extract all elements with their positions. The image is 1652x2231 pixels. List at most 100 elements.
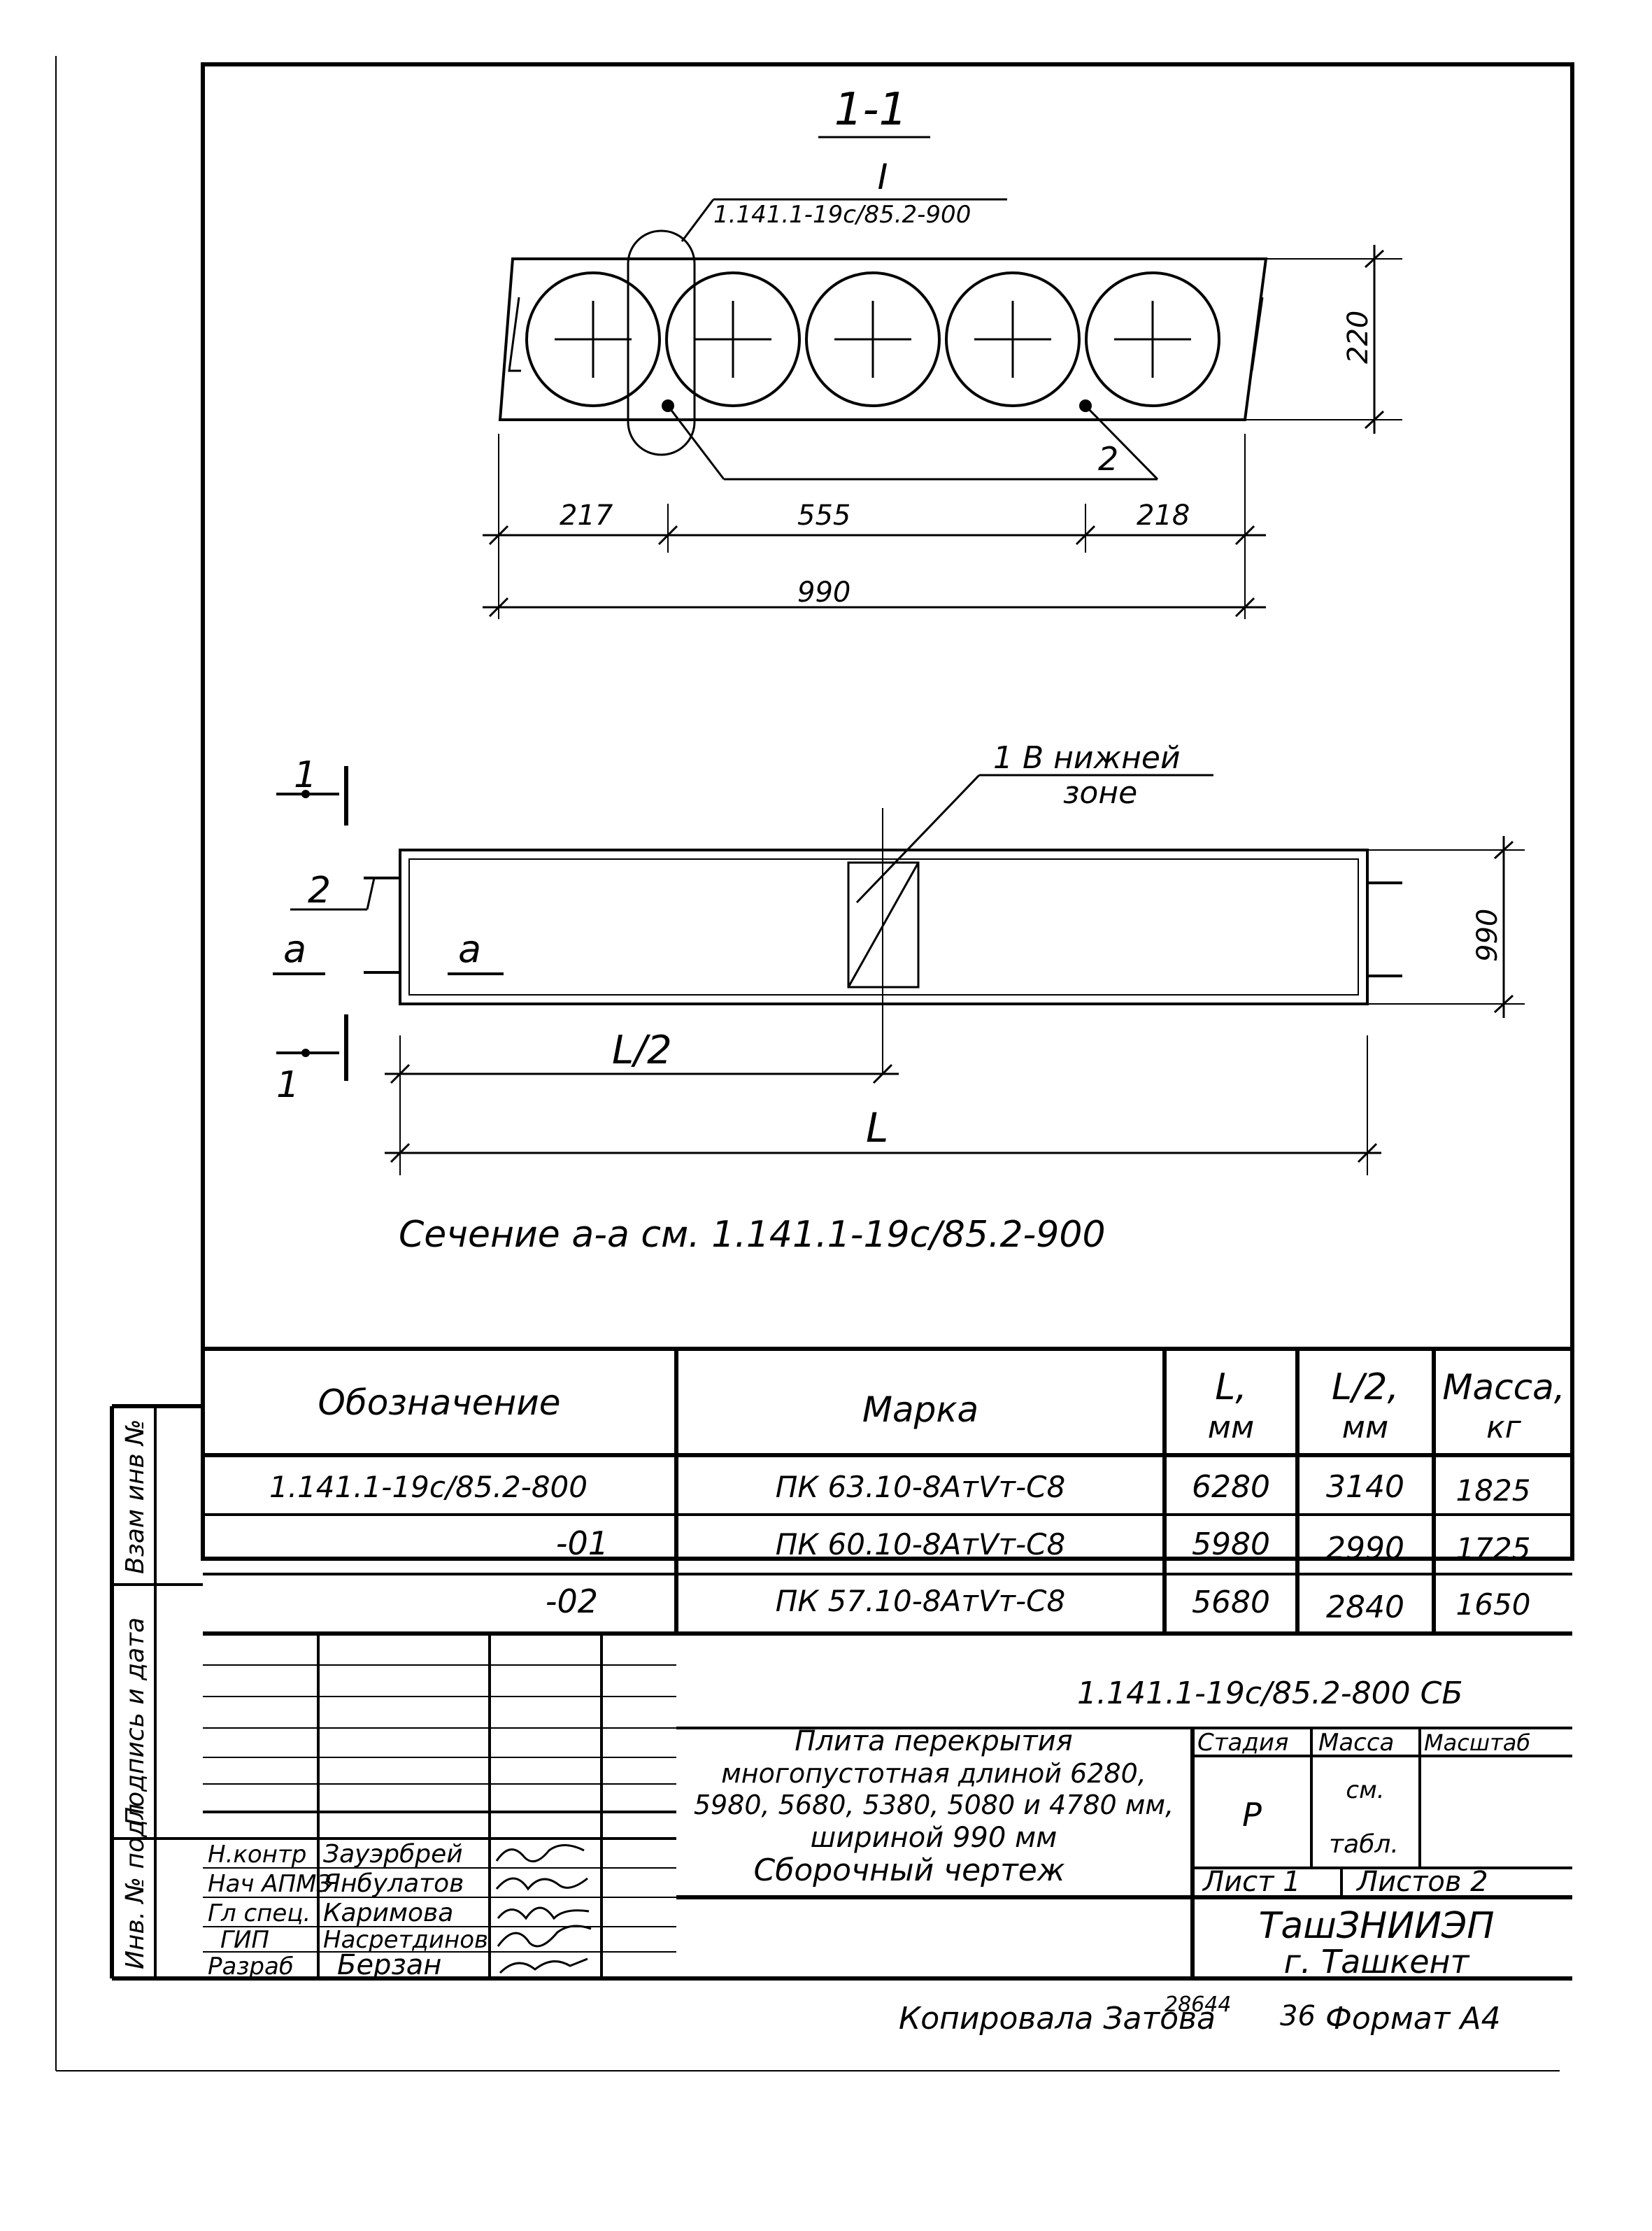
section-title: 1-1 (834, 84, 908, 136)
length-label: L (866, 1104, 888, 1152)
description-line1: Плита перекрытия (795, 1725, 1072, 1757)
cell-L2: 3140 (1326, 1469, 1404, 1505)
signer-role: ГИП (220, 1926, 269, 1954)
cell-L2: 2990 (1326, 1531, 1404, 1566)
section-a-right: а (458, 927, 481, 971)
height-dimension: 220 (1342, 311, 1374, 364)
plan-view: 1 1 2 а а 1 В нижней зоне (273, 740, 1525, 1175)
handwritten-signature (495, 1877, 588, 1891)
dim-555: 555 (797, 500, 850, 532)
title-block: Н.контр Зауэрбрей Нач АПМ3 Янбулатов Гл … (203, 1634, 1572, 1981)
copied-by: Копировала Затова (899, 2001, 1216, 2037)
signer-role: Разраб (208, 1953, 294, 1981)
side-stamp-column: Взам инв № Подпись и дата Инв. № подл (110, 1404, 203, 1978)
section-a-left: а (283, 927, 306, 971)
table-row: -01 ПК 60.10-8АтⅤт-С8 5980 2990 1725 (556, 1524, 1531, 1566)
pos1-note-line1: 1 В нижней (993, 740, 1181, 776)
sheet-label: Лист 1 (1202, 1866, 1301, 1898)
pos1-note-line2: зоне (1063, 775, 1137, 811)
description-line3: 5980, 5680, 5380, 5080 и 4780 мм, (694, 1790, 1174, 1820)
document-code: 1.141.1-19с/85.2-800 СБ (1077, 1676, 1463, 1711)
section-aa-note: Сечение а-а см. 1.141.1-19с/85.2-900 (399, 1214, 1106, 1256)
header-mass-line2: кг (1486, 1410, 1522, 1445)
handwritten-signature (497, 1906, 590, 1920)
cut-mark-bottom: 1 (276, 1064, 299, 1106)
copy-number: 28644 (1165, 1992, 1231, 2017)
header-L2-line2: мм (1342, 1410, 1388, 1445)
header-mark: Марка (862, 1389, 978, 1430)
header-mass-line1: Масса, (1442, 1367, 1565, 1408)
signer-role: Гл спец. (208, 1899, 311, 1927)
cell-L: 5680 (1192, 1585, 1270, 1620)
cell-L: 6280 (1192, 1469, 1270, 1505)
signer-name: Каримова (323, 1899, 453, 1927)
signature-row: Нач АПМ3 Янбулатов (208, 1869, 588, 1898)
sheet-number: 36 (1280, 2000, 1316, 2032)
organization-line1: ТашЗНИИЭП (1259, 1905, 1495, 1947)
slab-voids (525, 271, 1220, 407)
table-row: -02 ПК 57.10-8АтⅤт-С8 5680 2840 1650 (546, 1582, 1531, 1625)
cut-mark-top: 1 (294, 754, 317, 796)
cell-mass: 1725 (1456, 1531, 1531, 1566)
spec-table: Обозначение Марка L, мм L/2, мм Масса, к… (203, 1347, 1572, 1636)
signature-row: Гл спец. Каримова (208, 1899, 590, 1927)
scale-label: Масштаб (1424, 1729, 1530, 1756)
cell-designation: -01 (556, 1524, 608, 1562)
cell-designation: 1.141.1-19с/85.2-800 (269, 1470, 588, 1504)
signer-name: Зауэрбрей (323, 1840, 463, 1869)
handwritten-signature (497, 1925, 592, 1948)
cell-mark: ПК 60.10-8АтⅤт-С8 (776, 1527, 1065, 1561)
node-reference: 1.141.1-19с/85.2-900 (713, 201, 971, 229)
description-line2: многопустотная длиной 6280, (721, 1758, 1146, 1789)
position-2-label: 2 (1098, 440, 1118, 478)
description-line5: Сборочный чертеж (753, 1853, 1064, 1888)
signer-name: Насретдинов (323, 1926, 488, 1954)
stamp-inv-replace: Взам инв № (121, 1419, 150, 1574)
cell-mark: ПК 63.10-8АтⅤт-С8 (776, 1470, 1065, 1504)
signer-name: Янбулатов (322, 1869, 464, 1898)
node-callout-oval (627, 229, 696, 456)
handwritten-signature (495, 1844, 585, 1863)
section-1-1: 1-1 I 1.141.1-19с/85.2-900 (483, 84, 1402, 619)
dim-990-bottom: 990 (797, 576, 850, 609)
stage-label: Стадия (1197, 1729, 1288, 1757)
signature-row: ГИП Насретдинов (220, 1925, 592, 1954)
header-L2-line1: L/2, (1332, 1366, 1399, 1408)
mass-value-line1: см. (1346, 1776, 1384, 1804)
dim-218: 218 (1137, 500, 1190, 532)
cell-mark: ПК 57.10-8АтⅤт-С8 (776, 1584, 1065, 1618)
description-line4: шириной 990 мм (811, 1822, 1058, 1854)
cell-L2: 2840 (1326, 1589, 1404, 1625)
half-length-label: L/2 (612, 1028, 672, 1073)
header-L-line1: L, (1215, 1366, 1247, 1408)
slab-plan-outline (399, 849, 1369, 1005)
handwritten-signature (499, 1957, 588, 1974)
signer-role: Нач АПМ3 (208, 1870, 332, 1898)
cell-mass: 1825 (1456, 1473, 1531, 1508)
sheets-label: Листов 2 (1355, 1866, 1488, 1898)
cell-designation: -02 (546, 1582, 598, 1620)
plan-position-2-label: 2 (308, 870, 331, 912)
header-L-line2: мм (1208, 1410, 1254, 1445)
stamp-inv-orig: Инв. № подл (121, 1804, 150, 1969)
format-label: Формат А4 (1325, 2001, 1501, 2037)
signer-name: Берзан (337, 1949, 441, 1981)
stage-value: Р (1242, 1796, 1262, 1834)
header-designation: Обозначение (318, 1382, 561, 1423)
sheet-frame (201, 62, 1574, 1561)
mass-label: Масса (1318, 1729, 1394, 1757)
table-row: 1.141.1-19с/85.2-800 ПК 63.10-8АтⅤт-С8 6… (269, 1469, 1530, 1508)
cell-mass: 1650 (1456, 1587, 1531, 1622)
stamp-sign-date: Подпись и дата (121, 1617, 150, 1826)
cell-L: 5980 (1192, 1527, 1270, 1562)
footer: Копировала Затова 28644 36 Формат А4 (899, 1992, 1501, 2037)
organization-line2: г. Ташкент (1284, 1943, 1470, 1981)
signature-row: Н.контр Зауэрбрей (208, 1840, 585, 1869)
dim-217: 217 (560, 500, 613, 532)
signature-row: Разраб Берзан (208, 1949, 588, 1981)
plan-width-dimension: 990 (1472, 909, 1504, 962)
mass-value-line2: табл. (1329, 1830, 1399, 1859)
signer-role: Н.контр (208, 1841, 306, 1869)
node-mark: I (878, 157, 888, 197)
